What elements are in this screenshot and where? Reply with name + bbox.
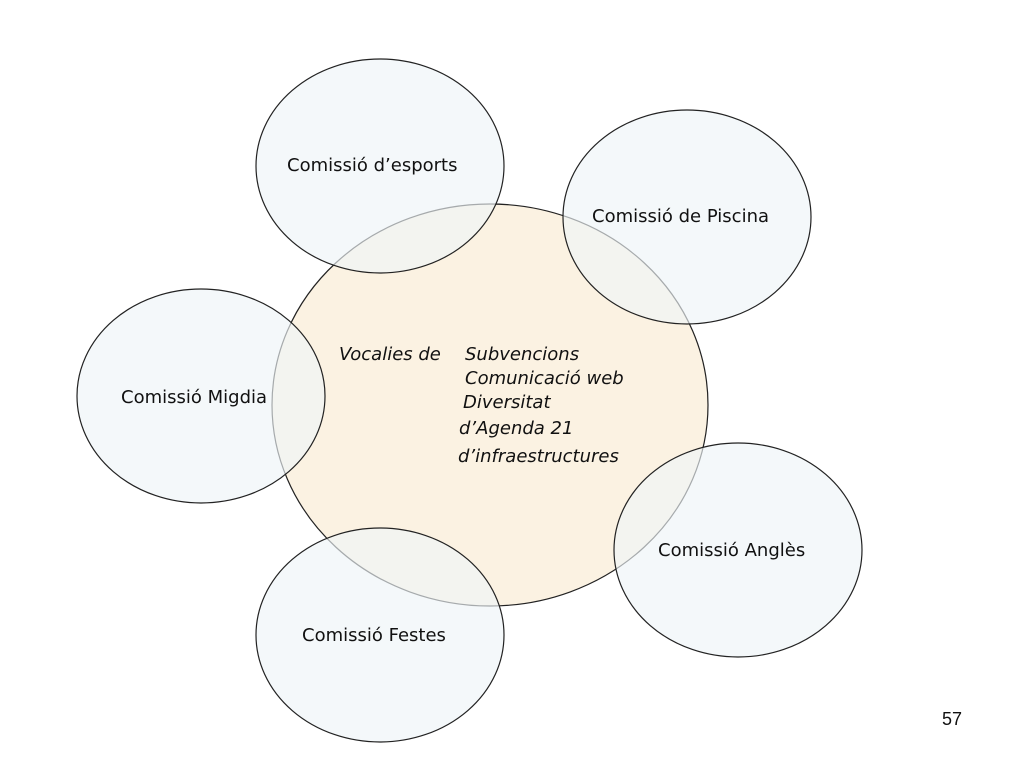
center-item: d’Agenda 21 [459, 418, 574, 439]
circle-esports [255, 58, 505, 274]
commission-label-angles: Comissió Anglès [658, 540, 806, 561]
center-heading: Vocalies de [339, 344, 441, 365]
commission-label-festes: Comissió Festes [302, 625, 446, 646]
circle-migdia [76, 288, 326, 504]
page-number: 57 [941, 709, 962, 729]
commission-label-migdia: Comissió Migdia [121, 387, 268, 408]
commission-label-piscina: Comissió de Piscina [592, 206, 770, 227]
center-item: Subvencions [465, 344, 580, 365]
circle-festes [255, 527, 505, 743]
center-item: d’infraestructures [458, 446, 619, 467]
center-item: Diversitat [463, 392, 551, 413]
circle-piscina [562, 109, 812, 325]
center-item: Comunicació web [465, 368, 624, 389]
circle-angles [613, 442, 863, 658]
commission-label-esports: Comissió d’esports [287, 155, 458, 176]
